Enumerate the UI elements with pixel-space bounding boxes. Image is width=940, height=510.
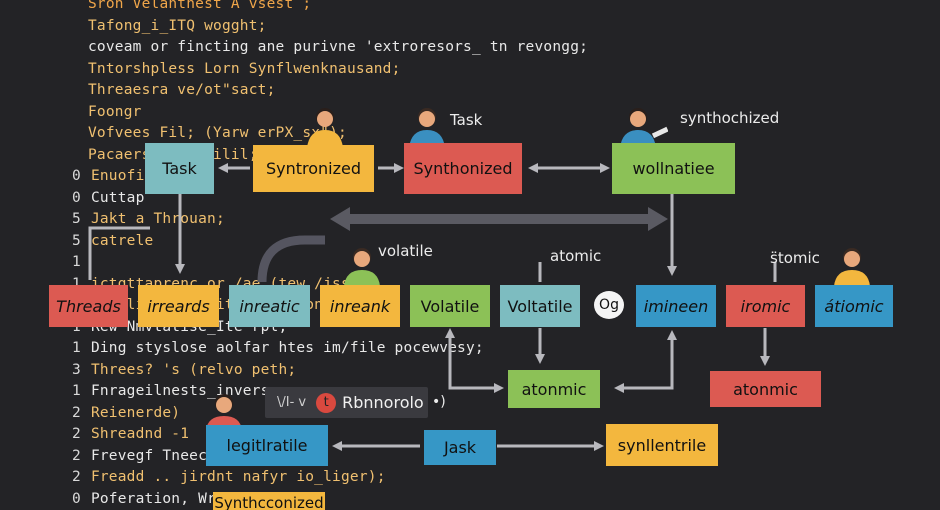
node-task: Task (145, 143, 214, 194)
node-voltatile: Voltatile (500, 285, 580, 327)
person-icon (307, 108, 343, 148)
node-irreards: irreards (138, 285, 219, 327)
node-synthcconized: Synthcconized (213, 492, 325, 510)
arrow-imineen-atonmic (614, 330, 677, 393)
code-line-number: 2 (72, 469, 81, 485)
node-atonmic-green: atonmic (508, 370, 600, 408)
code-line: 0 Cuttap (72, 189, 145, 207)
code-line-text: Tntorshpless Lorn Synflwenknausand; (88, 60, 401, 77)
code-line-number: 2 (72, 426, 81, 442)
code-line-text: Threaesra ve/ot"sact; (88, 82, 276, 98)
code-line-number: 2 (72, 447, 81, 464)
node-atonmic-red: atonmic (710, 371, 821, 407)
code-line-number: 1 (72, 275, 81, 292)
node-volatile: Volatile (410, 285, 490, 327)
code-line-number: 1 (72, 340, 81, 356)
node-inreank: inreank (320, 285, 400, 327)
tooltip-text: Rbnnorolo (342, 393, 424, 412)
code-line-number: 5 (72, 232, 81, 249)
code-line-text: Reienerde) (90, 404, 181, 421)
code-line: 1 Ding styslose aolfar htes im/file pocew… (72, 339, 484, 357)
node-iromic: iromic (726, 285, 805, 327)
code-line-text: Frevegf Tneechag (90, 447, 234, 464)
person-icon (206, 394, 242, 430)
code-line-text: Freadd .. jirdnt nafyr io_liger); (90, 469, 386, 485)
code-line-text: coveam or fincting ane purivne 'extrores… (88, 39, 589, 55)
connector-bar-head-right (648, 207, 668, 231)
tooltip-prefix: \/I- v (277, 395, 307, 410)
code-line: 0 Enuofion (72, 167, 162, 185)
code-line-number: 0 (72, 189, 81, 206)
node-legitlratile: legitlratile (206, 425, 328, 466)
code-line: Tntorshpless Lorn Synflwenknausand; (88, 60, 401, 78)
code-line-number: 2 (72, 404, 81, 421)
code-line-text: catrele (90, 232, 154, 249)
og-bubble: Og (594, 291, 624, 319)
code-line-text: Fnrageilnests_inverss; (90, 383, 288, 399)
node-inreatic: inreatic (229, 285, 310, 327)
code-line: 2 Freadd .. jirdnt nafyr io_liger); (72, 468, 386, 486)
code-line: 3 Threes? 's (relvo peth; (72, 361, 296, 379)
code-line: Foongr (88, 103, 142, 121)
node-synllentrile: synllentrile (606, 424, 718, 466)
code-line-text: Tafong_i_ITQ wogght; (88, 17, 267, 34)
tooltip-popup: \/I- v t Rbnnorolo (265, 387, 428, 418)
node-wollnatiee: wollnatiee (612, 143, 735, 194)
person-icon (409, 108, 445, 148)
code-line-text: Threes? 's (relvo peth; (90, 361, 297, 378)
code-line: 1 (72, 253, 91, 271)
code-line-number: 1 (72, 383, 81, 399)
label-synthochized: synthochized (680, 109, 780, 127)
arrow-volatile-atonmic (445, 328, 504, 393)
tooltip-suffix: •) (432, 394, 446, 410)
node-imineen: imineen (636, 285, 716, 327)
code-line-text: Jakt a Throuan; (90, 211, 225, 227)
code-line: Vofvees Fil; (Yarw erPX_sx"); (88, 124, 347, 142)
code-line-text: Shreadnd -1 (90, 426, 190, 442)
label-task: Task (450, 111, 483, 129)
code-line-number: 5 (72, 211, 81, 227)
person-icon (344, 248, 380, 286)
node-atiomic: átiomic (815, 285, 893, 327)
code-line-number: 0 (72, 490, 81, 507)
code-line-text: Enuofion (90, 168, 163, 184)
code-line: 2 Reienerde) (72, 404, 180, 422)
arrow-loop-left (88, 226, 150, 280)
code-line-text: Poferation, Wri (90, 490, 225, 507)
code-line: 1 Fnrageilnests_inverss; (72, 382, 287, 400)
code-line: 5 catrele (72, 232, 153, 250)
code-line: Threaesra ve/ot"sact; (88, 81, 276, 99)
label-stomic: s̈tomic (770, 249, 820, 267)
tooltip-badge-icon: t (316, 392, 337, 413)
connector-curve (257, 235, 325, 283)
person-icon (834, 248, 870, 286)
code-line-number: 1 (72, 254, 81, 270)
code-line-text: Vofvees Fil; (Yarw erPX_sx"); (88, 125, 347, 141)
code-line-text: Foongr (88, 103, 142, 120)
code-line-text: Cuttap (90, 189, 145, 206)
code-line-number: 3 (72, 361, 81, 378)
code-line: 0 Poferation, Wri (72, 490, 225, 508)
code-line: coveam or fincting ane purivne 'extrores… (88, 38, 588, 56)
node-jask: Jask (424, 430, 496, 465)
code-line: Sron Velanthest A vsest ; (88, 0, 311, 13)
label-atomic: atomic (550, 247, 602, 265)
code-line: 2 Shreadnd -1 (72, 425, 189, 443)
label-volatile: volatile (378, 242, 433, 260)
code-line-text: Ding styslose aolfar htes im/file pocewv… (90, 340, 484, 356)
node-syntronized: Syntronized (253, 145, 374, 192)
node-synthonized: Synthonized (404, 143, 522, 194)
person-icon (620, 108, 668, 148)
code-line: 2 Frevegf Tneechag (72, 447, 234, 465)
code-line-text: Sron Velanthest A vsest ; (88, 0, 312, 12)
code-line: 5 Jakt a Throuan; (72, 210, 225, 228)
code-line: Tafong_i_ITQ wogght; (88, 17, 267, 35)
code-line-number: 0 (72, 168, 81, 184)
node-threads: Threads (49, 285, 128, 327)
connector-bar-head-left (330, 207, 350, 231)
